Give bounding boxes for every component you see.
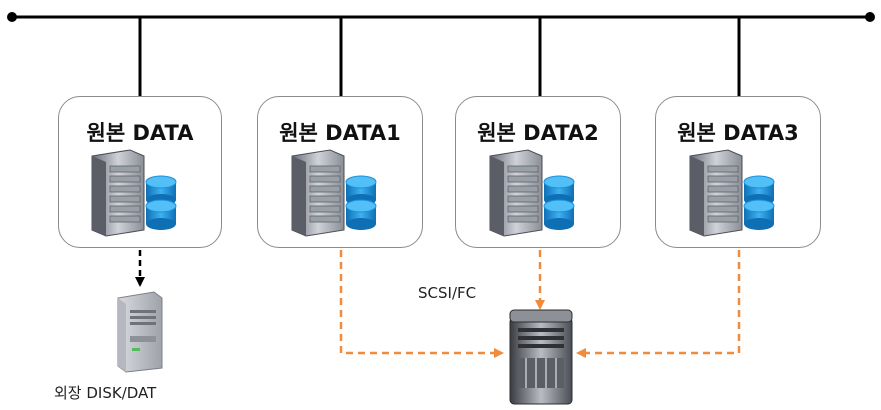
database-cylinders-icon xyxy=(543,175,575,230)
san-link-data3 xyxy=(576,250,741,358)
san-link-data1 xyxy=(339,250,504,358)
server-rack-icon xyxy=(91,149,145,237)
node-title: 원본 DATA xyxy=(86,121,194,145)
storage-array-icon xyxy=(509,309,573,405)
bus-endpoint-right xyxy=(865,12,875,22)
node-title: 원본 DATA1 xyxy=(279,121,401,145)
bus-endpoint-left xyxy=(7,12,17,22)
tower-server-icon xyxy=(117,291,163,373)
server-rack-icon xyxy=(489,149,543,237)
database-cylinders-icon xyxy=(145,175,177,230)
database-cylinders-icon xyxy=(743,175,775,230)
node-title: 원본 DATA2 xyxy=(477,121,599,145)
server-rack-icon xyxy=(291,149,345,237)
external-storage-label: 외장 DISK/DAT xyxy=(54,384,157,402)
node-title: 원본 DATA3 xyxy=(677,121,799,145)
san-link-label: SCSI/FC xyxy=(418,284,477,302)
database-cylinders-icon xyxy=(345,175,377,230)
server-rack-icon xyxy=(689,149,743,237)
